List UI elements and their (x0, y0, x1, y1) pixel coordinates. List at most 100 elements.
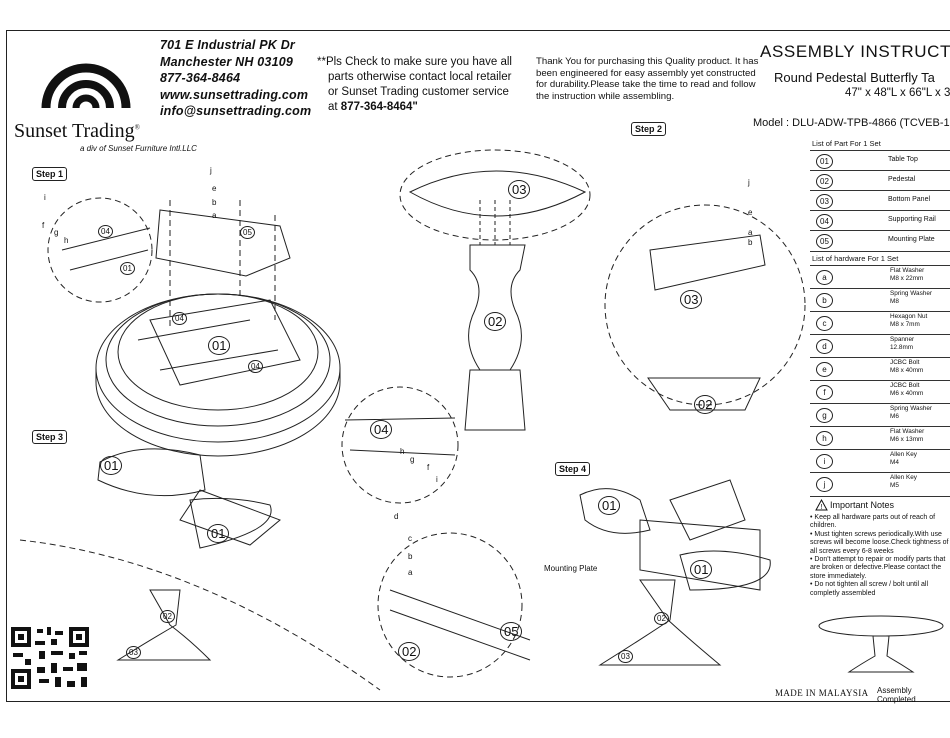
callout-b-step4: b (408, 552, 413, 561)
hardware-spec: M4 (890, 458, 899, 466)
product-name: Round Pedestal Butterfly Ta (774, 70, 935, 85)
hardware-list-title: List of hardware For 1 Set (812, 254, 899, 263)
callout-j-step2: j (748, 178, 750, 187)
hardware-spec: M6 x 13mm (890, 435, 924, 443)
hardware-letter: d (816, 339, 833, 354)
part-name: Table Top (888, 156, 918, 163)
warning-icon: ! (815, 499, 828, 511)
callout-e-step2: e (748, 208, 753, 217)
callout-02-step3: 02 (160, 610, 175, 623)
part-name: Supporting Rail (888, 216, 936, 223)
step-1-label: Step 1 (32, 167, 68, 181)
parts-list-title: List of Part For 1 Set (812, 139, 881, 148)
callout-h-zoom2: h (400, 447, 405, 456)
company-address: 701 E Industrial PK Dr Manchester NH 031… (160, 37, 311, 120)
callout-01-step4a: 01 (598, 496, 621, 515)
part-number: 03 (816, 194, 833, 209)
hardware-letter: i (816, 454, 833, 469)
part-row: 02 Pedestal (810, 170, 950, 191)
instruction-sheet (6, 30, 950, 702)
callout-05-step4-zoom: 05 (500, 622, 523, 641)
part-name: Mounting Plate (888, 236, 935, 243)
callout-a-step4: a (408, 568, 413, 577)
hardware-spec: M8 (890, 297, 899, 305)
part-row: 03 Bottom Panel (810, 190, 950, 211)
assembly-completed-label: Assembly Completed (877, 686, 916, 704)
callout-02-step4: 02 (654, 612, 669, 625)
company-website[interactable]: www.sunsettrading.com (160, 87, 309, 102)
callout-01-zoom: 01 (120, 262, 135, 275)
thanks-note: Thank You for purchasing this Quality pr… (536, 56, 758, 102)
company-phone: 877-364-8464 (160, 71, 241, 85)
hardware-name: Hexagon Nut (890, 313, 928, 320)
callout-03-step3: 03 (126, 646, 141, 659)
callout-02-zoom: 02 (694, 395, 717, 414)
part-number: 02 (816, 174, 833, 189)
check-line-1: **Pls Check to make sure you have all (317, 56, 512, 68)
hardware-name: Spring Washer (890, 290, 933, 297)
address-line-2: Manchester NH 03109 (160, 54, 294, 69)
step-4-label: Step 4 (555, 462, 591, 476)
callout-03-zoom: 03 (680, 290, 703, 309)
hardware-letter: c (816, 316, 833, 331)
product-size: 47" x 48"L x 66"L x 3 (845, 87, 950, 99)
callout-01-step3b: 01 (207, 524, 230, 543)
thanks-line-1: Thank You for purchasing this Quality pr… (536, 56, 759, 67)
callout-04-b: 04 (248, 360, 263, 373)
callout-01-step1: 01 (208, 336, 231, 355)
hardware-spec: M5 (890, 481, 899, 489)
callout-f-zoom2: f (427, 463, 430, 472)
address-line-1: 701 E Industrial PK Dr (160, 38, 295, 52)
company-email[interactable]: info@sunsettrading.com (160, 104, 312, 118)
hardware-name: Flat Washer (890, 267, 925, 274)
callout-05-step1: 05 (240, 226, 255, 239)
brand-name: Sunset Trading® (14, 120, 140, 142)
hardware-letter: e (816, 362, 833, 377)
hardware-letter: g (816, 408, 833, 423)
note-item: • Keep all hardware parts out of reach o… (810, 514, 936, 530)
check-parts-note: **Pls Check to make sure you have all pa… (317, 55, 512, 115)
document-title: ASSEMBLY INSTRUCTIC (760, 42, 950, 61)
thanks-line-3: for durability.Please take the time to r… (536, 79, 756, 90)
model-number: Model : DLU-ADW-TPB-4866 (TCVEB-1 (753, 117, 950, 129)
brand-tagline: a div of Sunset Furniture Intl.LLC (80, 144, 197, 153)
part-number: 05 (816, 234, 833, 249)
hardware-name: JCBC Bolt (890, 359, 920, 366)
callout-b-step1: b (212, 198, 217, 207)
note-item: • Must tighten screws periodically.With … (810, 530, 949, 555)
callout-01-step3a: 01 (100, 456, 123, 475)
note-item: • Do not tighten all screw / bolt until … (810, 581, 929, 597)
callout-d-step4: d (394, 512, 399, 521)
thanks-line-4: the instruction while assembling. (536, 90, 675, 102)
qr-code-icon (11, 627, 89, 689)
check-line-2: parts otherwise contact local retailer (328, 71, 512, 83)
callout-01-step4b: 01 (690, 560, 713, 579)
hardware-letter: a (816, 270, 833, 285)
hardware-spec: M6 x 40mm (890, 389, 924, 397)
notes-list: • Keep all hardware parts out of reach o… (810, 514, 950, 598)
hardware-letter: h (816, 431, 833, 446)
hardware-spec: 12.8mm (890, 343, 914, 351)
hardware-name: Flat Washer (890, 428, 925, 435)
check-line-4-prefix: at (328, 101, 338, 113)
hardware-name: Spring Washer (890, 405, 933, 412)
notes-title: Important Notes (830, 500, 895, 510)
hardware-spec: M8 x 40mm (890, 366, 924, 374)
part-name: Pedestal (888, 176, 916, 183)
sunset-logo (41, 63, 131, 109)
thanks-line-2: been engineered for easy assembly yet co… (536, 67, 756, 79)
callout-02: 02 (484, 312, 507, 331)
assembled-table-illustration (818, 615, 944, 673)
part-name: Bottom Panel (888, 196, 931, 203)
part-row: 05 Mounting Plate (810, 230, 950, 252)
